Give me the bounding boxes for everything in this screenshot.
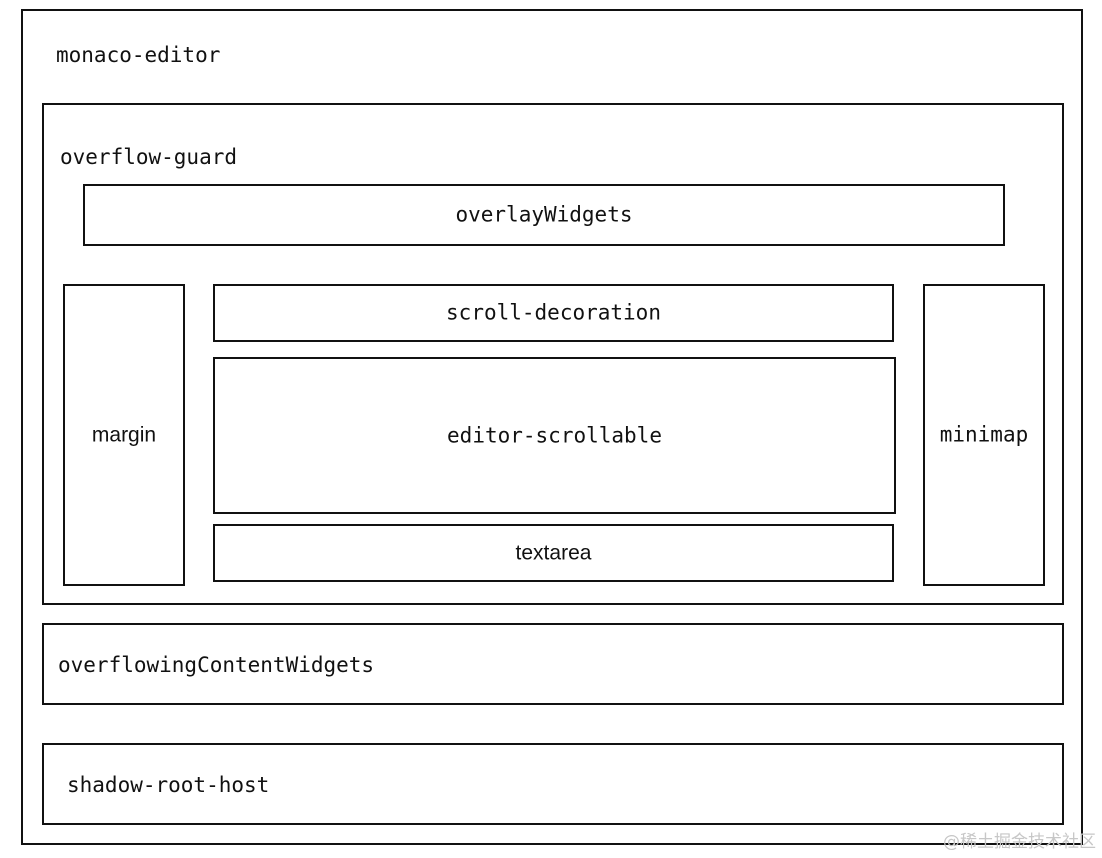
overlay-widgets-box: overlayWidgets xyxy=(83,184,1005,246)
overflow-guard-label: overflow-guard xyxy=(60,145,238,169)
watermark: @稀土掘金技术社区 xyxy=(943,832,1096,852)
shadow-root-host-box: shadow-root-host xyxy=(42,743,1064,825)
monaco-editor-box: monaco-editor overflow-guard overlayWidg… xyxy=(21,9,1083,845)
shadow-root-host-label: shadow-root-host xyxy=(67,773,270,797)
textarea-box: textarea xyxy=(213,524,894,582)
margin-box: margin xyxy=(63,284,185,586)
scroll-decoration-label: scroll-decoration xyxy=(446,300,661,325)
minimap-label: minimap xyxy=(939,422,1029,447)
monaco-editor-label: monaco-editor xyxy=(56,43,221,67)
overflowing-content-widgets-box: overflowingContentWidgets xyxy=(42,623,1064,705)
editor-scrollable-box: editor-scrollable xyxy=(213,357,896,514)
minimap-box: minimap xyxy=(923,284,1045,586)
overflowing-content-widgets-label: overflowingContentWidgets xyxy=(58,653,375,677)
scroll-decoration-box: scroll-decoration xyxy=(213,284,894,342)
margin-label: margin xyxy=(91,423,157,447)
overlay-widgets-label: overlayWidgets xyxy=(455,202,633,227)
editor-scrollable-label: editor-scrollable xyxy=(447,423,662,447)
overflow-guard-box: overflow-guard overlayWidgets margin scr… xyxy=(42,103,1064,605)
textarea-label: textarea xyxy=(515,541,592,565)
